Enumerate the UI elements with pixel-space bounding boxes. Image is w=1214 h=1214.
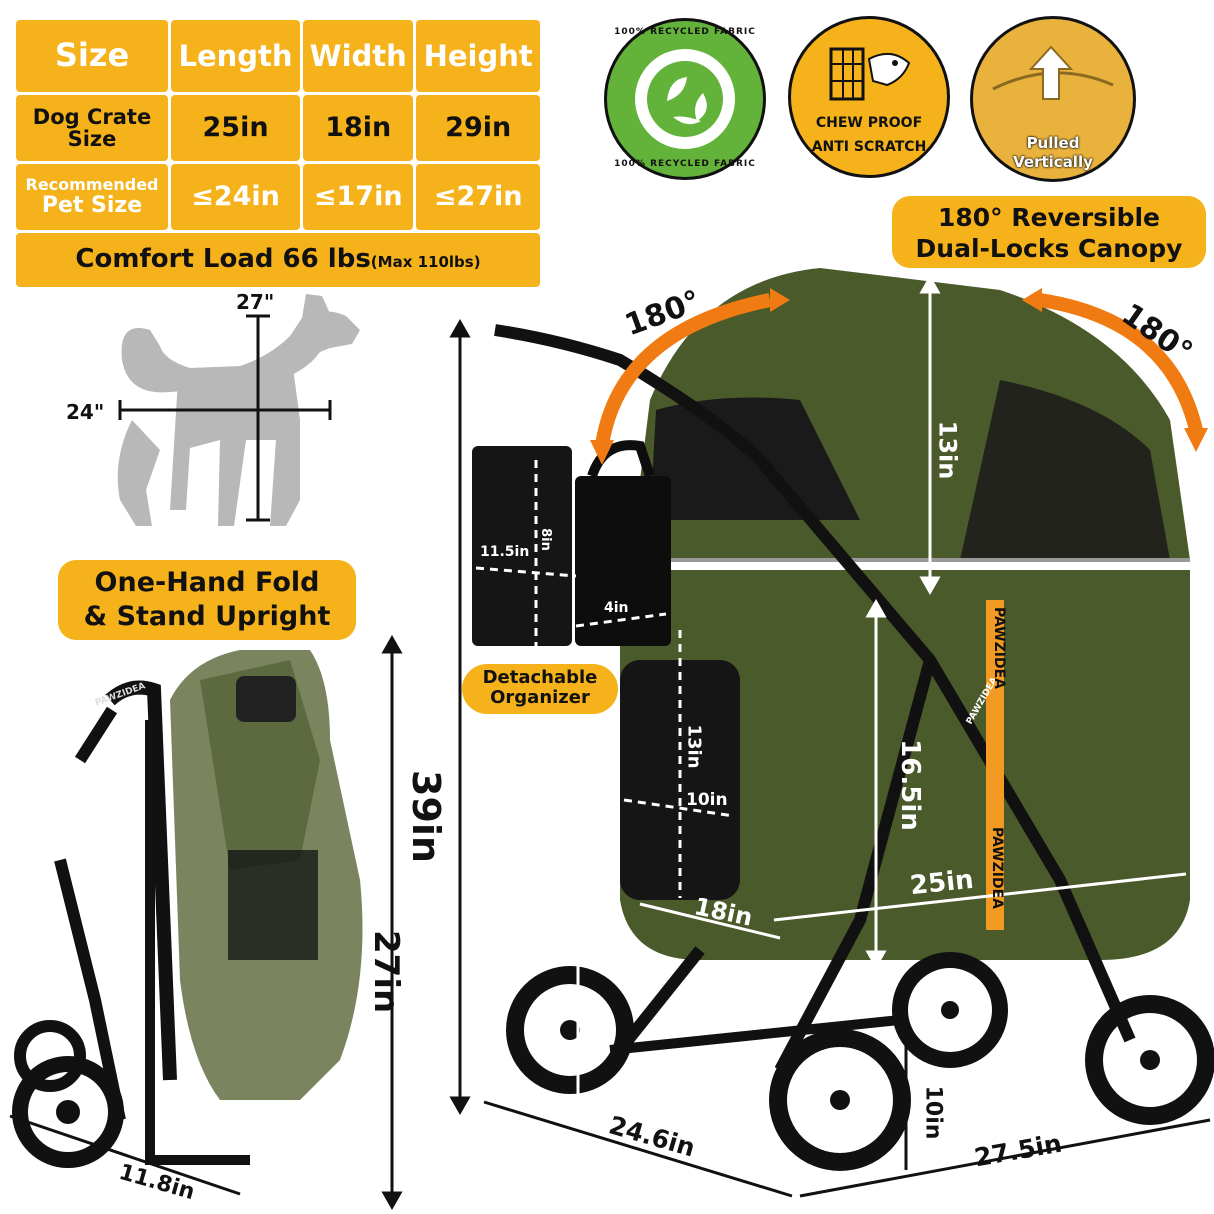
table-header-length: Length — [171, 20, 301, 92]
row-label-pet-line1: Recommended — [25, 175, 159, 195]
dog-silhouette — [117, 294, 360, 526]
canopy-callout: 180° Reversible Dual-Locks Canopy — [892, 196, 1206, 268]
brand-on-folded: PAWZIDEA — [93, 681, 147, 709]
recycled-text-bottom: 100% RECYCLED FABRIC — [614, 159, 756, 169]
rotate-right-label: 180° — [1114, 296, 1199, 371]
table-row-pet: Recommended Pet Size ≤24in ≤17in ≤27in — [16, 164, 540, 230]
comfort-load-max: (Max 110lbs) — [370, 253, 481, 272]
anti-scratch-text: ANTI SCRATCH — [811, 139, 927, 155]
organizer-callout: Detachable Organizer — [462, 664, 618, 714]
crate-width-label: 18in — [691, 892, 755, 932]
arrow-up-icon — [992, 45, 1114, 100]
bag-depth-label: 4in — [604, 600, 629, 616]
row-label-pet-line2: Pet Size — [41, 192, 143, 218]
bag-width-label: 11.5in — [480, 544, 530, 560]
canopy-line2: Dual-Locks Canopy — [915, 234, 1183, 264]
size-table: Size Length Width Height Dog Crate Size … — [13, 17, 543, 290]
table-header-height: Height — [416, 20, 540, 92]
recycled-text-top: 100% RECYCLED FABRIC — [614, 27, 756, 37]
chew-proof-text: CHEW PROOF — [815, 115, 923, 131]
organizer-line1: Detachable — [482, 667, 598, 688]
base-width-label: 24.6in — [605, 1110, 699, 1163]
pulled-text: Pulled — [1026, 134, 1080, 152]
base-length-label: 27.5in — [972, 1128, 1064, 1173]
organizer-line2: Organizer — [490, 686, 590, 708]
table-header-size: Size — [16, 20, 168, 92]
recycled-fabric-badge: 100% RECYCLED FABRIC 100% RECYCLED FABRI… — [604, 18, 766, 180]
table-row-load: Comfort Load 66 lbs(Max 110lbs) — [16, 233, 540, 287]
folded-stroller — [12, 650, 363, 1168]
crate-height-label: 16.5in — [894, 739, 925, 831]
folded-height-label: 27in — [366, 930, 406, 1014]
row-label-crate: Dog Crate Size — [16, 95, 168, 161]
canopy-height-label: 13in — [933, 420, 962, 480]
door-width-label: 10in — [686, 790, 728, 810]
folded-width-label: 11.8in — [116, 1159, 198, 1206]
table-header-width: Width — [303, 20, 414, 92]
recycle-leaf-icon — [635, 49, 735, 149]
door-height-label: 13in — [683, 724, 705, 769]
pulled-vertically-badge: Pulled Vertically — [970, 16, 1136, 182]
fold-callout: One-Hand Fold & Stand Upright — [58, 560, 356, 640]
crate-length: 25in — [171, 95, 301, 161]
dog-length-label: 24" — [66, 400, 105, 424]
pet-height: ≤27in — [416, 164, 540, 230]
brand-on-strap-top: PAWZIDEA — [991, 606, 1008, 690]
chew-proof-badge: CHEW PROOF ANTI SCRATCH — [788, 16, 950, 178]
table-header-row: Size Length Width Height — [16, 20, 540, 92]
fold-line1: One-Hand Fold — [94, 567, 320, 598]
brand-on-strap-bottom: PAWZIDEA — [989, 826, 1006, 910]
total-height-label: 39in — [404, 770, 448, 863]
table-row-crate: Dog Crate Size 25in 18in 29in — [16, 95, 540, 161]
comfort-load: Comfort Load 66 lbs(Max 110lbs) — [16, 233, 540, 287]
rotate-left-label: 180° — [620, 283, 706, 344]
vertically-text: Vertically — [1013, 153, 1093, 171]
ground-clearance-label: 10in — [920, 1085, 946, 1140]
wheel-height-label: 7in — [577, 1014, 602, 1050]
crate-length-label: 25in — [908, 864, 976, 902]
fold-line2: & Stand Upright — [83, 600, 331, 632]
comfort-load-text: Comfort Load 66 lbs — [75, 244, 371, 275]
bag-height-label: 8in — [537, 528, 553, 551]
dog-height-label: 27" — [236, 290, 275, 314]
pet-length: ≤24in — [171, 164, 301, 230]
dog-chewing-icon — [829, 47, 911, 101]
crate-width: 18in — [303, 95, 414, 161]
crate-height: 29in — [416, 95, 540, 161]
pet-width: ≤17in — [303, 164, 414, 230]
row-label-pet: Recommended Pet Size — [16, 164, 168, 230]
canopy-line1: 180° Reversible — [937, 203, 1161, 232]
